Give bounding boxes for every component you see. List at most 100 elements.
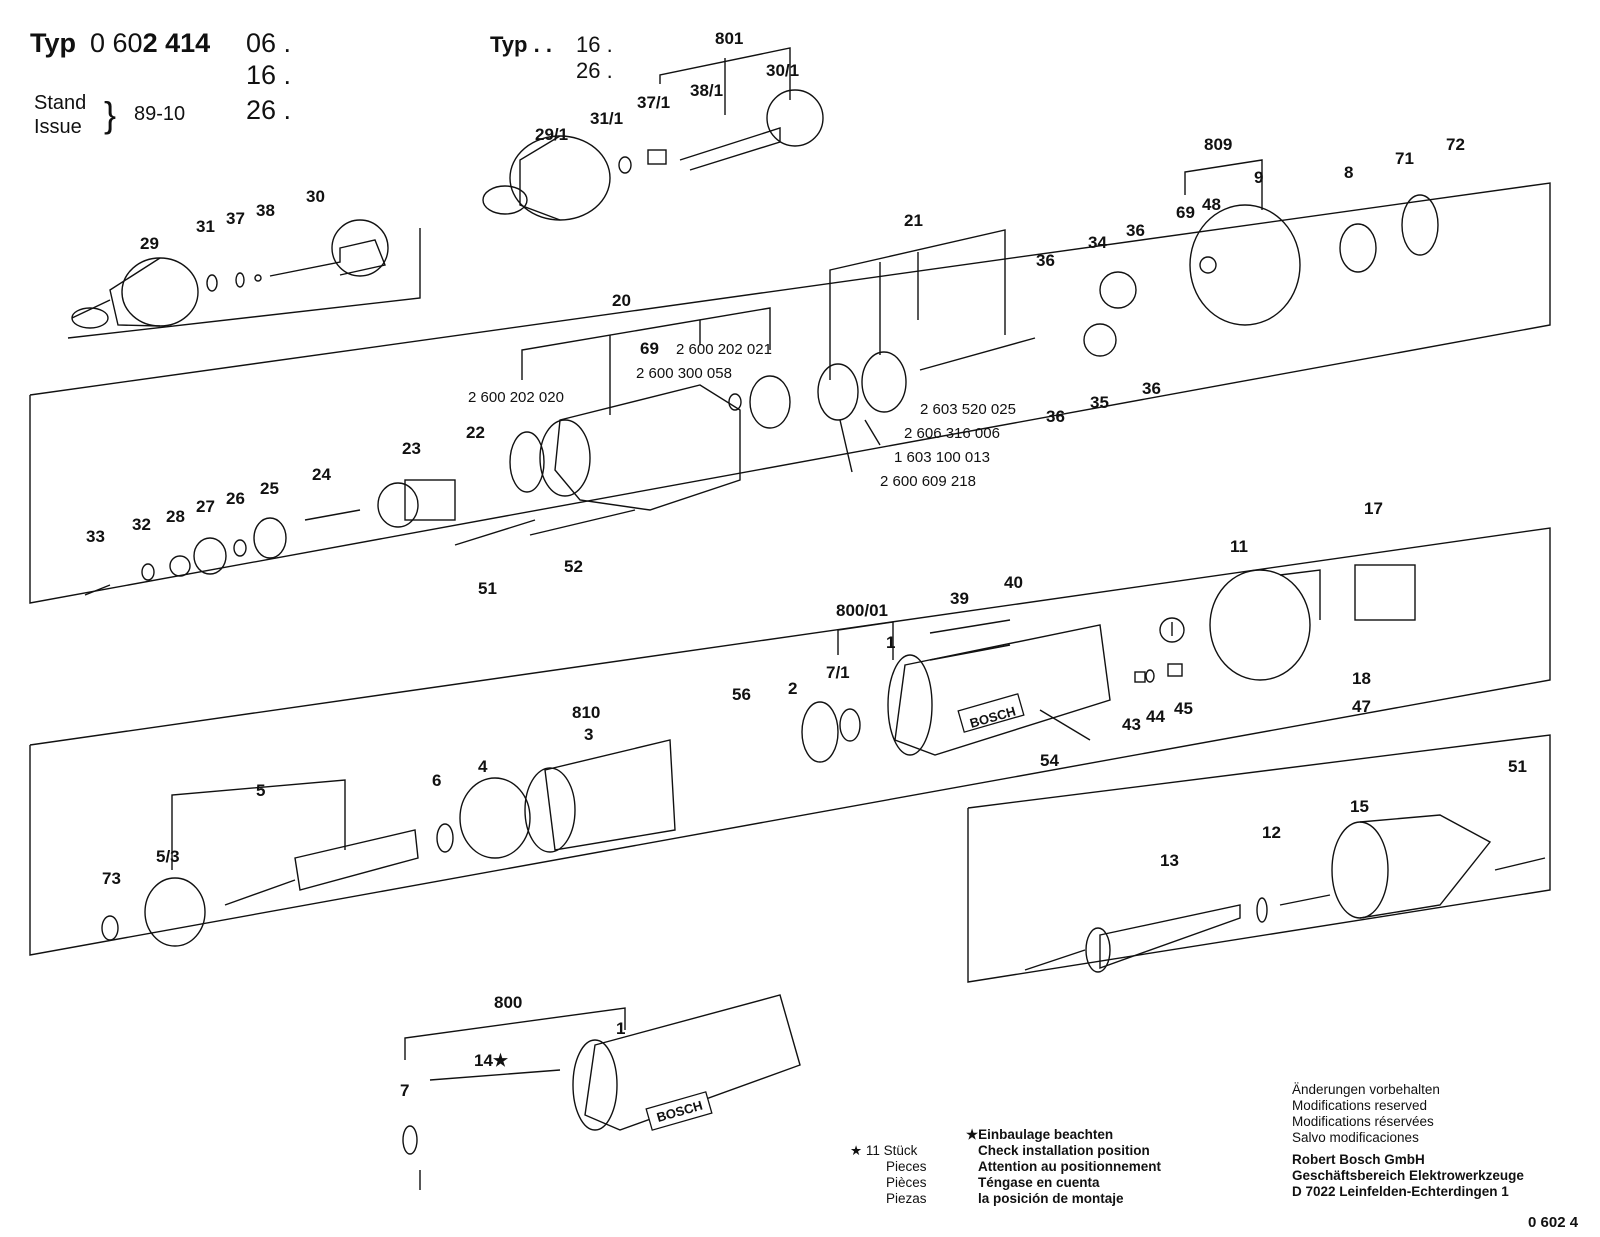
type-number-prefix: 0 60 <box>90 28 143 58</box>
callout-40: 40 <box>1004 573 1023 592</box>
callout-15: 15 <box>1350 797 1369 816</box>
band-frame-gear-housing <box>29 182 1551 604</box>
install-note-fr: Attention au positionnement <box>978 1159 1161 1174</box>
callout-21: 21 <box>904 211 923 230</box>
brace-glyph: } <box>104 94 117 135</box>
partno-2603520025: 2 603 520 025 <box>920 401 1016 418</box>
callout-18: 18 <box>1352 669 1371 688</box>
issue-date: 89-10 <box>134 103 186 125</box>
callout-32: 32 <box>132 515 151 534</box>
callout-25: 25 <box>260 479 279 498</box>
callout-52: 52 <box>564 557 583 576</box>
callout-22: 22 <box>466 423 485 442</box>
bracket-20 <box>521 307 771 380</box>
partno-2606316006: 2 606 316 006 <box>904 425 1000 442</box>
company-name: Robert Bosch GmbH <box>1292 1152 1425 1167</box>
callout-30-1: 30/1 <box>766 61 799 80</box>
pieces-line-fr: Pièces <box>886 1175 927 1190</box>
bracket-5 <box>171 779 346 870</box>
type-number: 0 602 414 <box>90 28 210 59</box>
install-note-es-2: la posición de montaje <box>978 1191 1124 1206</box>
partno-1603100013: 1 603 100 013 <box>894 449 990 466</box>
callout-37-1: 37/1 <box>637 93 670 112</box>
callout-38-1: 38/1 <box>690 81 723 100</box>
callout-5-3: 5/3 <box>156 847 180 866</box>
type-label: Typ <box>30 28 76 58</box>
callout-51-top: 51 <box>478 579 497 598</box>
bracket-809 <box>1184 159 1263 210</box>
callout-8: 8 <box>1344 163 1353 182</box>
band-frame-cable <box>967 734 1551 983</box>
callout-29: 29 <box>140 234 159 253</box>
callout-9: 9 <box>1254 168 1263 187</box>
chuck-29-1-drawing <box>482 89 824 221</box>
callout-47: 47 <box>1352 697 1371 716</box>
callout-69-gear: 69 <box>640 339 659 358</box>
callout-14: 14★ <box>474 1051 509 1070</box>
callout-51-cable: 51 <box>1508 757 1527 776</box>
callout-5: 5 <box>256 781 265 800</box>
callout-4: 4 <box>478 757 488 776</box>
footer-code: 0 602 4 <box>1528 1214 1579 1231</box>
callout-31-1: 31/1 <box>590 109 623 128</box>
callout-39: 39 <box>950 589 969 608</box>
stand-label: Stand <box>34 92 87 114</box>
type2-variant-26: 26 . <box>576 58 613 83</box>
cable-drawing <box>1024 814 1546 973</box>
pieces-line-es: Piezas <box>886 1191 927 1206</box>
callout-20: 20 <box>612 291 631 310</box>
callout-11: 11 <box>1230 537 1248 556</box>
bracket-21 <box>829 229 1006 380</box>
callout-24: 24 <box>312 465 331 484</box>
callout-1-brush: 1 <box>616 1019 625 1038</box>
brand-tag-motor <box>957 693 1025 733</box>
callout-800: 800 <box>494 993 522 1012</box>
callout-809: 809 <box>1204 135 1232 154</box>
callout-3: 3 <box>584 725 593 744</box>
motor-drawing <box>101 564 1416 947</box>
partno-2600202021: 2 600 202 021 <box>676 341 772 358</box>
callout-69-brush: 69 <box>1176 203 1195 222</box>
callout-17: 17 <box>1364 499 1383 518</box>
callout-2: 2 <box>788 679 797 698</box>
mod-note-fr: Modifications réservées <box>1292 1114 1434 1129</box>
callout-23: 23 <box>402 439 421 458</box>
install-note-de: ★Einbaulage beachten <box>966 1127 1114 1142</box>
callout-6: 6 <box>432 771 441 790</box>
callout-801: 801 <box>715 29 743 48</box>
callout-48: 48 <box>1202 195 1221 214</box>
callout-36-d: 36 <box>1142 379 1161 398</box>
callout-38: 38 <box>256 201 275 220</box>
type2-label: Typ . . <box>490 32 552 57</box>
band-frame-motor <box>29 527 1551 956</box>
callout-28: 28 <box>166 507 185 526</box>
mod-note-es: Salvo modificaciones <box>1292 1130 1419 1145</box>
callout-36-b: 36 <box>1126 221 1145 240</box>
callout-36-a: 36 <box>1036 251 1055 270</box>
callout-37: 37 <box>226 209 245 228</box>
callout-13: 13 <box>1160 851 1179 870</box>
partno-2600300058: 2 600 300 058 <box>636 365 732 382</box>
chuck-29-drawing <box>71 219 389 329</box>
company-address: D 7022 Leinfelden-Echterdingen 1 <box>1292 1184 1509 1199</box>
partno-2600609218: 2 600 609 218 <box>880 473 976 490</box>
variant-26: 26 . <box>246 95 292 125</box>
callout-45: 45 <box>1174 699 1193 718</box>
callout-34: 34 <box>1088 233 1107 252</box>
bracket-800-01 <box>837 621 894 660</box>
band-frame-chuck-small <box>67 228 421 339</box>
callout-30: 30 <box>306 187 325 206</box>
mod-note-de: Änderungen vorbehalten <box>1292 1082 1440 1097</box>
callout-36-c: 36 <box>1046 407 1065 426</box>
pieces-line-en: Pieces <box>886 1159 927 1174</box>
callout-27: 27 <box>196 497 215 516</box>
issue-label: Issue <box>34 116 82 138</box>
callout-29-1: 29/1 <box>535 125 568 144</box>
callout-810: 810 <box>572 703 600 722</box>
callout-56: 56 <box>732 685 751 704</box>
callout-31: 31 <box>196 217 215 236</box>
callout-44: 44 <box>1146 707 1165 726</box>
install-note-es-1: Téngase en cuenta <box>978 1175 1100 1190</box>
type-number-bold: 2 414 <box>142 28 211 58</box>
